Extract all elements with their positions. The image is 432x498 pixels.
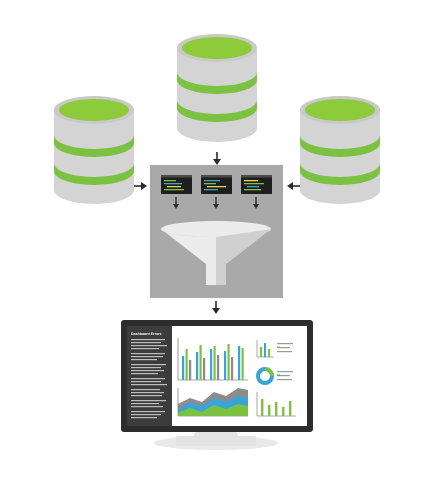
code-window-icon-middle <box>201 175 232 194</box>
dashboard-bottom-bar-chart <box>256 392 296 417</box>
dashboard-mini-bar-chart <box>256 340 293 358</box>
database-icon-left <box>54 96 134 204</box>
code-window-icon-left <box>161 175 192 194</box>
dashboard-area-chart <box>177 388 248 417</box>
arrow-icon-top <box>213 152 221 165</box>
dashboard-sidebar-title: Dashboard Errors <box>131 332 162 336</box>
database-icon-right <box>300 96 380 204</box>
arrow-icon-funnel-right <box>253 197 259 209</box>
arrow-icon-right <box>287 182 300 190</box>
dashboard-bar-chart <box>177 338 248 381</box>
dashboard-sidebar: Dashboard Errors <box>127 326 172 426</box>
dashboard-donut-chart <box>256 367 293 385</box>
database-icon-top <box>177 34 257 142</box>
arrow-icon-funnel-middle <box>213 197 219 209</box>
code-window-icon-right <box>241 175 272 194</box>
funnel-icon <box>161 221 271 285</box>
arrow-icon-funnel-left <box>173 197 179 209</box>
arrow-icon-bottom <box>212 301 220 314</box>
arrow-icon-left <box>134 182 147 190</box>
